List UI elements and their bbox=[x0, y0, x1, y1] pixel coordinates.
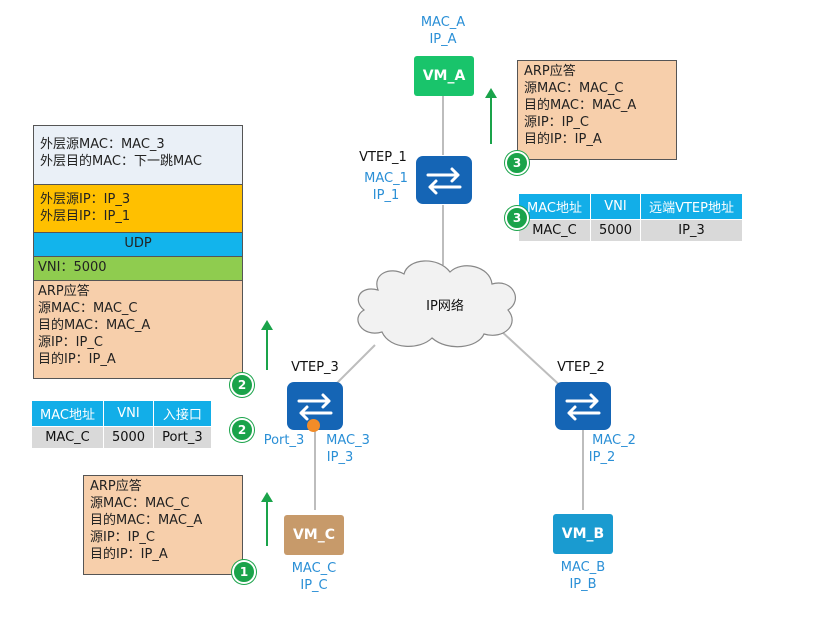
step3-arp-reply-packet: ARP应答 源MAC：MAC_C 目的MAC：MAC_A 源IP：IP_C 目的… bbox=[517, 60, 677, 160]
table-header: 远端VTEP地址 bbox=[640, 193, 743, 220]
outer-ip-header: 外层源IP：IP_3 外层目IP：IP_1 bbox=[33, 185, 243, 233]
vm-a-node: VM_A bbox=[414, 56, 474, 96]
vm-b-mac: MAC_B bbox=[560, 560, 606, 575]
vtep3-mac-table: MAC地址 VNI 入接口 MAC_C 5000 Port_3 bbox=[31, 400, 212, 449]
step3-line: 源MAC：MAC_C bbox=[524, 81, 624, 96]
step3-table-badge: 3 bbox=[505, 206, 529, 230]
vtep-2-mac: MAC_2 bbox=[592, 433, 636, 448]
vtep-2-switch-icon bbox=[555, 382, 611, 430]
vtep-3-ip: IP_3 bbox=[326, 450, 354, 465]
step3-line: ARP应答 bbox=[524, 64, 576, 79]
vtep-2-ip: IP_2 bbox=[588, 450, 616, 465]
inner-line: 源MAC：MAC_C bbox=[38, 301, 138, 316]
vm-c-node: VM_C bbox=[284, 515, 344, 555]
step3-line: 源IP：IP_C bbox=[524, 115, 589, 130]
step1-line: 目的MAC：MAC_A bbox=[90, 513, 203, 528]
vni-header: VNI：5000 bbox=[33, 257, 243, 281]
step1-up-arrow-icon bbox=[261, 492, 273, 546]
inner-line: 目的MAC：MAC_A bbox=[38, 318, 151, 333]
outer-mac-header: 外层源MAC：MAC_3 外层目的MAC：下一跳MAC bbox=[33, 125, 243, 185]
vtep-3-name: VTEP_3 bbox=[291, 360, 339, 375]
outer-ip-line: 外层源IP：IP_3 bbox=[40, 192, 131, 207]
table-header: VNI bbox=[102, 400, 155, 427]
ip-network-cloud bbox=[357, 260, 517, 348]
table-cell: MAC_C bbox=[518, 219, 591, 242]
step1-line: 源IP：IP_C bbox=[90, 530, 155, 545]
table-header: MAC地址 bbox=[31, 400, 104, 427]
outer-mac-line: 外层目的MAC：下一跳MAC bbox=[40, 154, 202, 169]
vm-a-ip: IP_A bbox=[429, 32, 457, 47]
step3-line: 目的IP：IP_A bbox=[524, 132, 602, 147]
step1-line: 源MAC：MAC_C bbox=[90, 496, 190, 511]
inner-line: 目的IP：IP_A bbox=[38, 352, 116, 367]
outer-ip-line: 外层目IP：IP_1 bbox=[40, 209, 131, 224]
step3-up-arrow-icon bbox=[485, 88, 497, 144]
table-cell: 5000 bbox=[102, 426, 155, 449]
udp-header: UDP bbox=[33, 233, 243, 257]
step1-line: 目的IP：IP_A bbox=[90, 547, 168, 562]
port-3-dot-icon bbox=[307, 419, 320, 432]
vtep-3-mac: MAC_3 bbox=[326, 433, 370, 448]
table-cell: MAC_C bbox=[31, 426, 104, 449]
vtep-1-ip: IP_1 bbox=[372, 188, 400, 203]
vtep-2-name: VTEP_2 bbox=[557, 360, 605, 375]
table-row: MAC_C 5000 IP_3 bbox=[518, 219, 743, 242]
vm-c-mac: MAC_C bbox=[291, 561, 337, 576]
table-cell: Port_3 bbox=[153, 426, 212, 449]
step1-line: ARP应答 bbox=[90, 479, 142, 494]
table-cell: 5000 bbox=[589, 219, 642, 242]
table-header: 入接口 bbox=[153, 400, 212, 427]
table-header-row: MAC地址 VNI 入接口 bbox=[31, 400, 212, 427]
outer-mac-line: 外层源MAC：MAC_3 bbox=[40, 137, 165, 152]
vm-b-node: VM_B bbox=[553, 514, 613, 554]
step1-badge: 1 bbox=[232, 560, 256, 584]
cloud-label: IP网络 bbox=[426, 299, 464, 314]
vm-a-mac: MAC_A bbox=[420, 15, 466, 30]
vm-c-ip: IP_C bbox=[300, 578, 328, 593]
step2-up-arrow-icon bbox=[261, 320, 273, 370]
step1-arp-reply-packet: ARP应答 源MAC：MAC_C 目的MAC：MAC_A 源IP：IP_C 目的… bbox=[83, 475, 243, 575]
table-header-row: MAC地址 VNI 远端VTEP地址 bbox=[518, 193, 743, 220]
table-header: MAC地址 bbox=[518, 193, 591, 220]
table-cell: IP_3 bbox=[640, 219, 743, 242]
vtep-1-switch-icon bbox=[416, 156, 472, 204]
step2-table-badge: 2 bbox=[230, 418, 254, 442]
vtep-3-switch-icon bbox=[287, 382, 343, 430]
table-row: MAC_C 5000 Port_3 bbox=[31, 426, 212, 449]
step3-line: 目的MAC：MAC_A bbox=[524, 98, 637, 113]
table-header: VNI bbox=[589, 193, 642, 220]
inner-arp-payload: ARP应答 源MAC：MAC_C 目的MAC：MAC_A 源IP：IP_C 目的… bbox=[33, 281, 243, 379]
step2-vxlan-packet: 外层源MAC：MAC_3 外层目的MAC：下一跳MAC 外层源IP：IP_3 外… bbox=[33, 125, 243, 379]
vtep-1-mac: MAC_1 bbox=[364, 171, 408, 186]
vtep1-mac-table: MAC地址 VNI 远端VTEP地址 MAC_C 5000 IP_3 bbox=[518, 193, 743, 242]
vtep-3-port: Port_3 bbox=[263, 433, 305, 448]
inner-line: 源IP：IP_C bbox=[38, 335, 103, 350]
vtep-1-name: VTEP_1 bbox=[359, 150, 407, 165]
vm-b-ip: IP_B bbox=[569, 577, 597, 592]
step3-packet-badge: 3 bbox=[505, 151, 529, 175]
step2-packet-badge: 2 bbox=[230, 373, 254, 397]
inner-line: ARP应答 bbox=[38, 284, 90, 299]
